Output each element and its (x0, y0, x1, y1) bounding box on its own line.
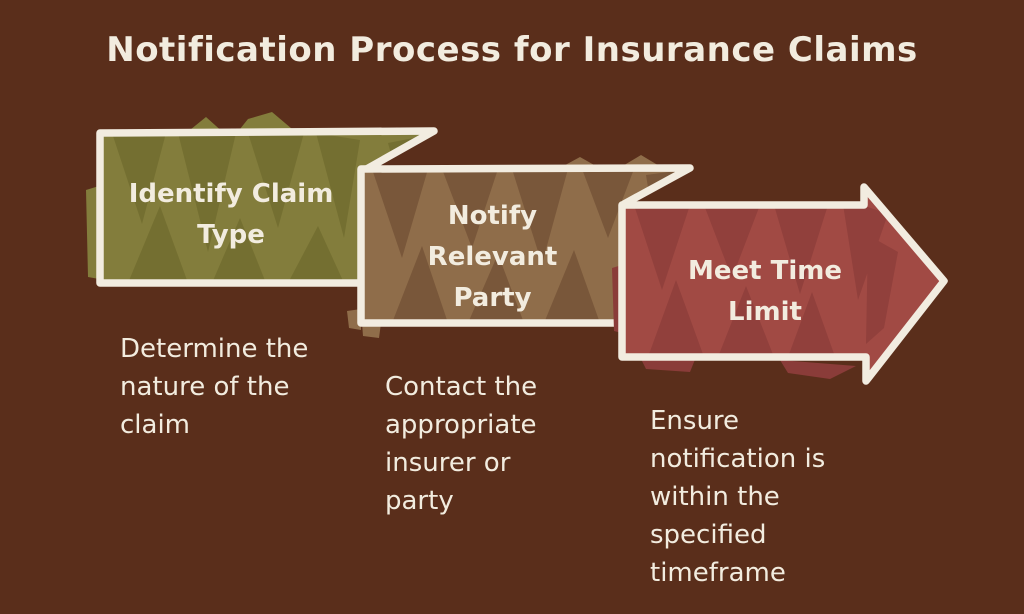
step3-description: Ensure notification is within the specif… (650, 406, 826, 588)
step2-description: Contact the appropriate insurer or party (385, 372, 538, 516)
step3-shape (612, 183, 948, 385)
step3-marker-scribble (634, 198, 898, 365)
page-title: Notification Process for Insurance Claim… (106, 30, 918, 70)
step3-marker-spill (612, 265, 856, 379)
step2-label: Notify Relevant Party (427, 201, 558, 313)
step1-label: Identify Claim Type (128, 179, 334, 250)
step2-marker-scribble (372, 169, 676, 323)
step3-label: Meet Time Limit (688, 256, 842, 327)
step1-description: Determine the nature of the claim (120, 334, 309, 440)
step1-marker-scribble (112, 133, 424, 283)
step3-outline (618, 183, 948, 385)
